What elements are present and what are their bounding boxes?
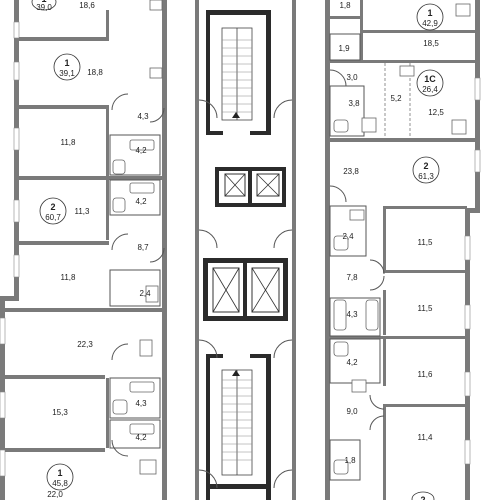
apartment-area: 39,0 xyxy=(36,3,52,12)
apartment-badge-left-3: 2 60,7 xyxy=(39,197,67,225)
room-area-label: 4,2 xyxy=(135,146,147,155)
room-area-label: 4,3 xyxy=(346,310,358,319)
room-area-label: 12,5 xyxy=(428,108,444,117)
room-area-label: 15,3 xyxy=(52,408,68,417)
room-area-label: 4,3 xyxy=(137,112,149,121)
room-area-label: 8,7 xyxy=(137,243,149,252)
room-area-label: 3,0 xyxy=(346,73,358,82)
apartment-badge-right-2: 1С 26,4 xyxy=(416,69,444,97)
room-area-label: 11,4 xyxy=(418,433,434,442)
right-facade-wall xyxy=(475,0,480,212)
room-area-label: 3,8 xyxy=(348,99,360,108)
room-area-label: 4,2 xyxy=(135,197,147,206)
room-area-label: 11,8 xyxy=(61,138,77,147)
apartment-number: 1 xyxy=(64,58,69,68)
apartment-number: 1 xyxy=(427,8,432,18)
room-area-label: 7,8 xyxy=(346,273,358,282)
apartment-badge-left-4: 1 45,8 xyxy=(46,463,74,491)
apartment-area: 61,3 xyxy=(418,172,434,181)
room-area-label: 5,2 xyxy=(390,94,402,103)
room-area-label: 22,0 xyxy=(47,490,63,499)
left-facade-step xyxy=(0,296,19,301)
apartment-number: 2 xyxy=(50,202,55,212)
right-wing xyxy=(325,0,481,500)
apartment-area: 42,9 xyxy=(422,19,438,28)
room-area-label: 18,5 xyxy=(423,39,439,48)
apartment-badges: 1 39,0 1 39,1 2 60,7 1 45,8 1 42,9 1С 26… xyxy=(31,0,444,500)
apartment-number: 1 xyxy=(41,0,46,4)
elevator-top-2 xyxy=(256,173,280,197)
right-facade-wall-lower xyxy=(465,208,470,500)
room-area-label: 4,2 xyxy=(346,358,358,367)
room-area-label: 4,3 xyxy=(135,399,147,408)
elevator-top-1 xyxy=(224,173,246,197)
room-areas: 18,6 18,8 4,3 11,8 4,2 4,2 11,3 8,7 11,8… xyxy=(47,1,444,499)
apartment-number: 2 xyxy=(420,495,425,500)
room-area-label: 11,5 xyxy=(418,238,434,247)
central-core xyxy=(195,0,296,500)
apartment-number: 2 xyxy=(423,161,428,171)
apartment-badge-left-2: 1 39,1 xyxy=(53,53,81,81)
apartment-area: 39,1 xyxy=(59,69,75,78)
room-area-label: 9,0 xyxy=(346,407,358,416)
apartment-badge-right-4: 2 xyxy=(411,491,435,500)
room-area-label: 1,8 xyxy=(344,456,356,465)
room-area-label: 18,6 xyxy=(79,1,95,10)
room-area-label: 1,8 xyxy=(339,1,351,10)
room-area-label: 18,8 xyxy=(87,68,103,77)
room-area-label: 11,5 xyxy=(418,304,434,313)
apartment-area: 26,4 xyxy=(422,85,438,94)
room-area-label: 2,4 xyxy=(342,232,354,241)
elevator-bottom-2 xyxy=(251,267,280,313)
room-area-label: 11,6 xyxy=(418,370,434,379)
room-area-label: 2,4 xyxy=(139,289,151,298)
stair-top xyxy=(221,27,253,121)
room-area-label: 22,3 xyxy=(77,340,93,349)
room-area-label: 1,9 xyxy=(338,44,350,53)
apartment-badge-right-1: 1 42,9 xyxy=(416,3,444,31)
room-area-label: 23,8 xyxy=(343,167,359,176)
apartment-area: 60,7 xyxy=(45,213,61,222)
apartment-badge-left-1: 1 39,0 xyxy=(31,0,57,12)
apartment-badge-right-3: 2 61,3 xyxy=(412,156,440,184)
room-area-label: 4,2 xyxy=(135,433,147,442)
room-area-label: 11,3 xyxy=(75,207,91,216)
right-corridor-wall xyxy=(325,0,330,500)
apartment-area: 45,8 xyxy=(52,479,68,488)
apartment-number: 1С xyxy=(424,74,436,84)
apartment-number: 1 xyxy=(57,468,62,478)
elevator-bottom-1 xyxy=(212,267,240,313)
left-wing xyxy=(0,0,167,500)
left-corridor-wall xyxy=(162,0,167,500)
room-area-label: 11,8 xyxy=(61,273,77,282)
stair-bottom xyxy=(221,369,253,476)
